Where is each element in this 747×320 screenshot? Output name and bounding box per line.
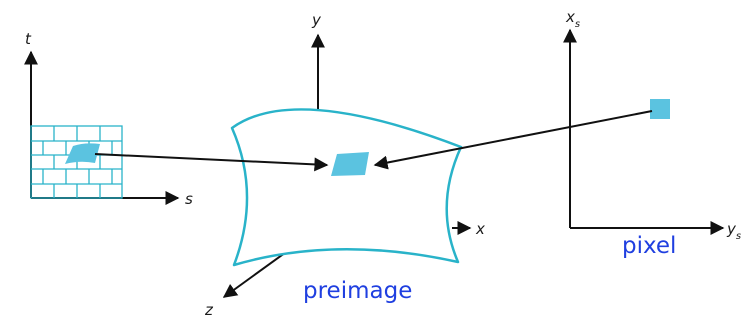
preimage-caption: preimage bbox=[303, 278, 412, 304]
object-space: y x z bbox=[204, 11, 485, 319]
pixel-to-preimage-arrow bbox=[373, 110, 653, 170]
texture-to-preimage-arrow bbox=[94, 153, 329, 172]
pixel-caption: pixel bbox=[622, 233, 676, 259]
texture-space: t s bbox=[24, 30, 193, 208]
preimage-patch bbox=[331, 152, 369, 176]
curved-surface bbox=[230, 108, 463, 267]
screen-space: xs ys bbox=[563, 8, 741, 242]
s-axis-label: s bbox=[185, 190, 193, 208]
ys-axis-label: ys bbox=[726, 220, 741, 242]
xs-axis-label: xs bbox=[565, 8, 580, 30]
x-axis-label: x bbox=[475, 220, 485, 238]
t-axis-label: t bbox=[25, 30, 32, 48]
pixel-square bbox=[650, 99, 670, 119]
y-axis-label: y bbox=[311, 11, 322, 29]
brick-texture bbox=[30, 125, 123, 199]
texture-patch bbox=[65, 143, 100, 164]
z-axis-label: z bbox=[204, 301, 214, 319]
